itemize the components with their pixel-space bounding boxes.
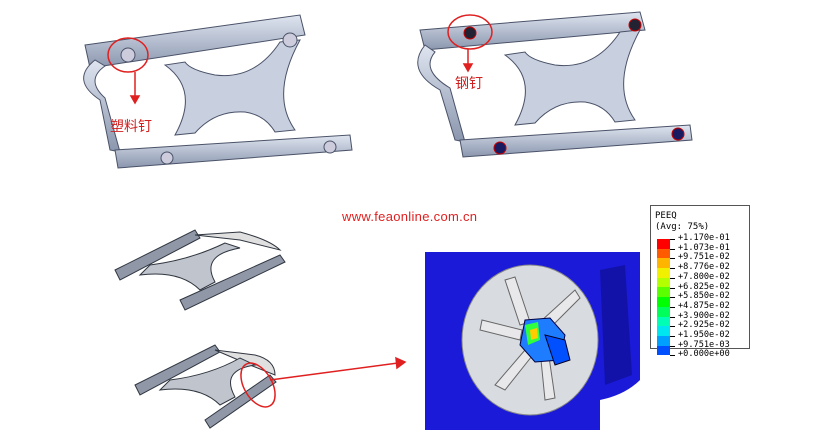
plastic-pin-label: 塑料钉 [110,119,152,135]
legend-value: +1.073e-01 [678,242,730,253]
legend-band [657,268,670,278]
legend-tick [670,316,675,318]
legend-tick [670,268,675,270]
callout-markers [107,14,493,408]
legend-band [657,326,670,336]
bracket-plastic-pin [83,14,353,169]
legend-band [657,345,670,356]
legend-values: +1.170e-01+1.073e-01+9.751e-02+8.776e-02… [678,233,730,360]
legend-tick [670,248,675,250]
legend-value: +9.751e-03 [678,339,730,350]
legend-value: +2.925e-02 [678,320,730,331]
legend-averaging: (Avg: 75%) [655,222,710,232]
legend-band [657,248,670,259]
legend-band [657,287,670,298]
legend-tick [670,306,675,308]
legend-tick [670,258,675,260]
legend-band [657,258,670,269]
legend-value: +1.170e-01 [678,233,730,243]
bracket-steel-pin [417,11,693,158]
steel-pin-label: 钢钉 [455,76,483,92]
legend-tick [670,345,675,347]
legend-value: +3.900e-02 [678,310,730,321]
legend-value: +4.875e-02 [678,300,730,311]
legend-value: +8.776e-02 [678,262,730,273]
legend-variable: PEEQ [655,211,677,221]
watermark-url: www.feaonline.com.cn [342,209,478,224]
legend-tick [670,326,675,328]
bracket-iso-small-top [114,229,286,311]
legend-tick [670,297,675,299]
legend-value: +9.751e-02 [678,252,730,263]
peeq-legend: PEEQ (Avg: 75%) +1.170e-01+1.073e-01+9.7… [650,205,750,359]
legend-band [657,316,670,327]
legend-tick [670,239,675,240]
legend-band [657,297,670,307]
legend-value: +6.825e-02 [678,281,730,292]
legend-value: +1.950e-02 [678,330,730,341]
bracket-iso-small-bottom [134,344,277,429]
legend-tick [670,336,675,337]
legend-tick [670,277,675,279]
legend-band [657,239,670,249]
legend-band [657,306,670,317]
legend-tick [670,287,675,289]
legend-value: +0.000e+00 [678,349,730,360]
legend-band [657,277,670,288]
fea-contour-view [425,252,640,430]
legend-band [657,335,670,346]
legend-color-bands [657,239,670,356]
legend-value: +7.800e-02 [678,271,730,282]
legend-tick [670,355,675,357]
legend-value: +5.850e-02 [678,291,730,302]
